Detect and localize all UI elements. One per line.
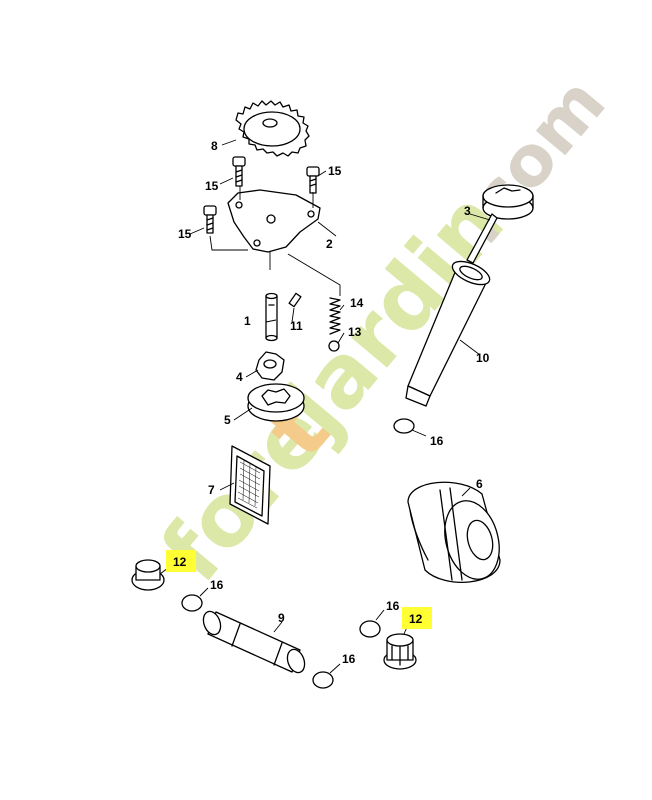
part-2-cover-plate: [209, 186, 337, 253]
part-16-oring-c: [359, 620, 381, 638]
label-5: 5: [224, 413, 231, 427]
label-13: 13: [348, 325, 362, 339]
part-11-pin: [288, 292, 302, 308]
watermark-text-tail: .com: [437, 62, 621, 260]
label-6: 6: [476, 477, 483, 491]
part-12-plug-a: [131, 559, 165, 591]
label-15-b: 15: [328, 164, 342, 178]
label-16-b: 16: [210, 578, 224, 592]
label-14: 14: [350, 296, 364, 310]
highlight-box-12b: [402, 607, 432, 629]
part-10-tube: [405, 260, 491, 407]
label-11: 11: [290, 319, 303, 333]
label-1: 1: [244, 314, 251, 328]
part-16-oring-a: [393, 418, 415, 434]
label-12-a: 12: [173, 555, 187, 569]
highlight-box-12a: [166, 550, 196, 572]
label-16-d: 16: [342, 652, 356, 666]
label-16-c: 16: [386, 599, 400, 613]
part-12-plug-b: [383, 633, 417, 670]
part-15-bolt-b: [306, 166, 320, 194]
part-15-bolt-c: [203, 205, 217, 234]
part-14-spring: [329, 297, 341, 335]
callout-labels: 8 15 15 15 2 3 14 13 1 11 10 4 5 16 6 7 …: [173, 139, 490, 666]
part-6-oil-filter: [407, 481, 501, 583]
label-8: 8: [211, 139, 218, 153]
leader-lines: [159, 139, 491, 674]
part-1-shaft: [265, 292, 278, 342]
label-12-b: 12: [409, 612, 423, 626]
part-9-drain-extension: [202, 610, 306, 674]
part-16-oring-d: [312, 671, 334, 689]
part-3-dipstick: [466, 184, 534, 264]
part-4-inner-rotor: [255, 351, 285, 381]
part-15-bolt-a: [232, 156, 246, 187]
label-15-a: 15: [205, 179, 219, 193]
part-5-outer-rotor: [247, 383, 305, 422]
part-13-ball: [328, 340, 340, 352]
label-2: 2: [326, 237, 333, 251]
label-10: 10: [476, 351, 490, 365]
label-15-c: 15: [178, 227, 192, 241]
part-16-oring-b: [181, 594, 203, 612]
label-9: 9: [278, 611, 285, 625]
label-4: 4: [236, 370, 243, 384]
label-16-a: 16: [430, 434, 444, 448]
watermark: fore t jardin .com: [142, 62, 621, 601]
label-3: 3: [464, 204, 471, 218]
part-8-gear: [235, 100, 310, 157]
label-7: 7: [208, 483, 215, 497]
